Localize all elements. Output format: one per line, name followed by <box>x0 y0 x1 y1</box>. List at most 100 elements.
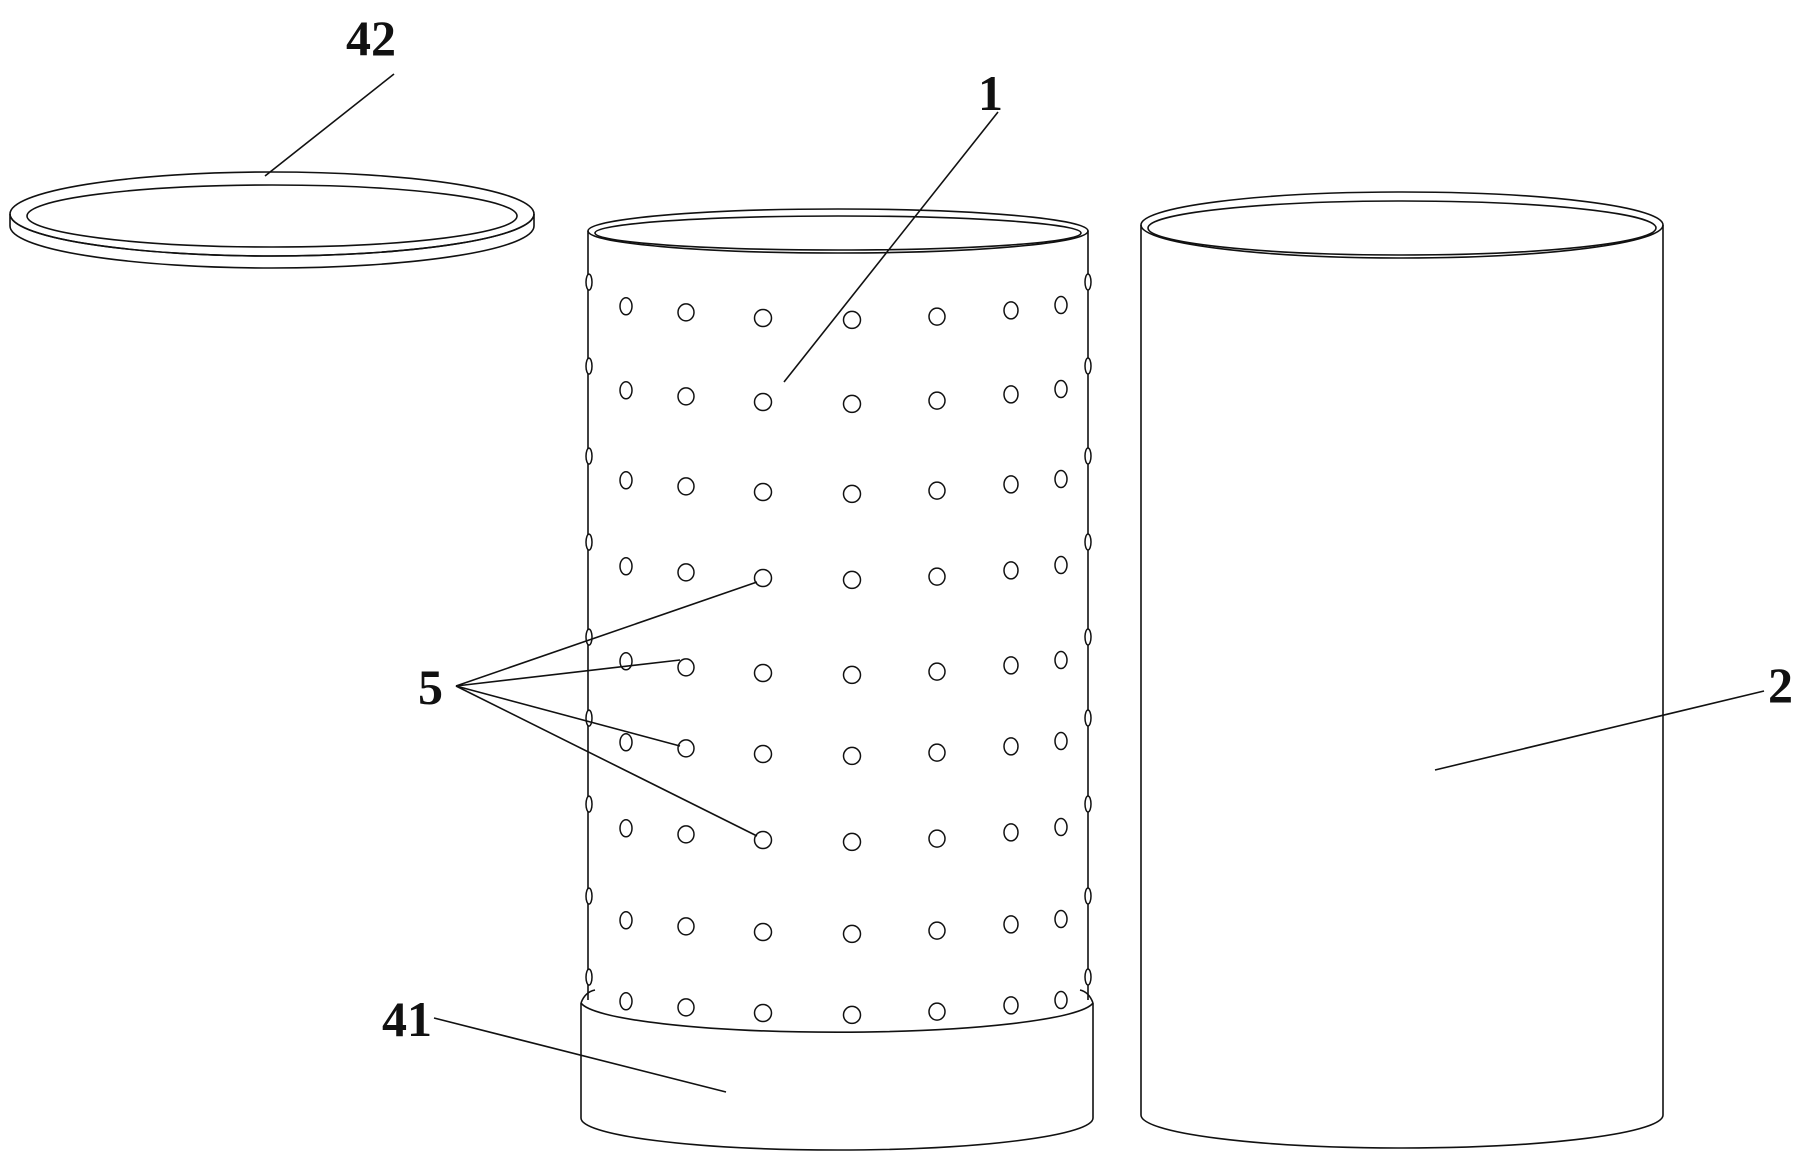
outer-cylinder-2 <box>1140 191 1664 1149</box>
hole <box>928 567 946 586</box>
hole <box>1084 628 1092 646</box>
hole <box>753 922 773 942</box>
leaders-5 <box>455 581 758 837</box>
hole <box>619 911 633 930</box>
hole <box>619 992 633 1011</box>
hole <box>842 310 862 330</box>
hole <box>1003 823 1019 842</box>
hole <box>619 381 633 400</box>
base-top-front <box>580 1002 1094 1033</box>
hole <box>753 568 773 588</box>
hole <box>1054 909 1068 929</box>
hole <box>753 482 773 502</box>
hole <box>677 387 695 406</box>
leader-1 <box>783 111 999 383</box>
ring-top-inner <box>26 184 518 248</box>
hole <box>1054 379 1068 399</box>
hole <box>753 830 773 850</box>
hole <box>753 744 773 764</box>
ring-42 <box>9 171 535 269</box>
hole <box>677 917 695 936</box>
hole <box>585 357 593 375</box>
hole <box>842 924 862 944</box>
hole <box>928 743 946 762</box>
hole <box>619 297 633 316</box>
hole <box>928 662 946 681</box>
label-41: 41 <box>382 991 432 1047</box>
hole <box>842 1005 862 1025</box>
hole <box>1003 996 1019 1015</box>
hole <box>585 709 593 727</box>
hole <box>1084 887 1092 905</box>
hole <box>842 832 862 852</box>
hole <box>619 819 633 838</box>
label-5: 5 <box>418 659 443 715</box>
hole <box>928 1002 946 1021</box>
hole <box>1003 301 1019 320</box>
hole <box>585 533 593 551</box>
hole <box>928 921 946 940</box>
cylinder1-top-inner <box>594 215 1082 251</box>
hole <box>753 392 773 412</box>
hole <box>1084 795 1092 813</box>
leader-2 <box>1434 690 1765 771</box>
hole <box>585 795 593 813</box>
hole <box>1003 915 1019 934</box>
cylinder2-top-inner <box>1147 200 1657 256</box>
hole <box>928 307 946 326</box>
hole-grid <box>585 273 1092 1025</box>
label-42: 42 <box>346 10 396 66</box>
hole <box>1084 533 1092 551</box>
hole <box>585 273 593 291</box>
hole <box>585 968 593 986</box>
hole <box>928 829 946 848</box>
hole <box>1003 561 1019 580</box>
hole <box>619 471 633 490</box>
hole <box>677 658 695 677</box>
base-41 <box>580 989 1094 1151</box>
hole <box>928 391 946 410</box>
hole <box>1054 650 1068 670</box>
ring-outer <box>9 213 535 269</box>
ring-top-outer <box>9 171 535 257</box>
base-bottom-arc <box>580 1117 1094 1151</box>
hole <box>677 563 695 582</box>
hole <box>1084 447 1092 465</box>
hole <box>1084 273 1092 291</box>
hole <box>842 665 862 685</box>
hole <box>619 557 633 576</box>
label-1: 1 <box>978 65 1003 121</box>
base-top-sides <box>580 989 1094 1004</box>
hole <box>677 303 695 322</box>
hole <box>1003 656 1019 675</box>
cylinder2-bottom-arc <box>1140 1114 1664 1149</box>
leader-41 <box>433 1017 727 1093</box>
hole <box>619 733 633 752</box>
hole <box>1084 968 1092 986</box>
hole <box>1054 469 1068 489</box>
hole <box>677 825 695 844</box>
hole <box>753 308 773 328</box>
hole <box>677 998 695 1017</box>
hole <box>842 394 862 414</box>
hole <box>753 1003 773 1023</box>
hole <box>1084 357 1092 375</box>
hole <box>928 481 946 500</box>
leader-42 <box>264 73 395 177</box>
hole <box>1003 737 1019 756</box>
hole <box>1054 990 1068 1010</box>
hole <box>1054 555 1068 575</box>
hole <box>842 746 862 766</box>
hole <box>585 447 593 465</box>
hole <box>842 484 862 504</box>
cylinder2-top-rim <box>1140 191 1664 259</box>
hole <box>1003 385 1019 404</box>
hole <box>677 739 695 758</box>
perforated-cylinder-1 <box>585 208 1092 1025</box>
hole <box>1003 475 1019 494</box>
hole <box>842 570 862 590</box>
hole <box>677 477 695 496</box>
hole <box>585 628 593 646</box>
